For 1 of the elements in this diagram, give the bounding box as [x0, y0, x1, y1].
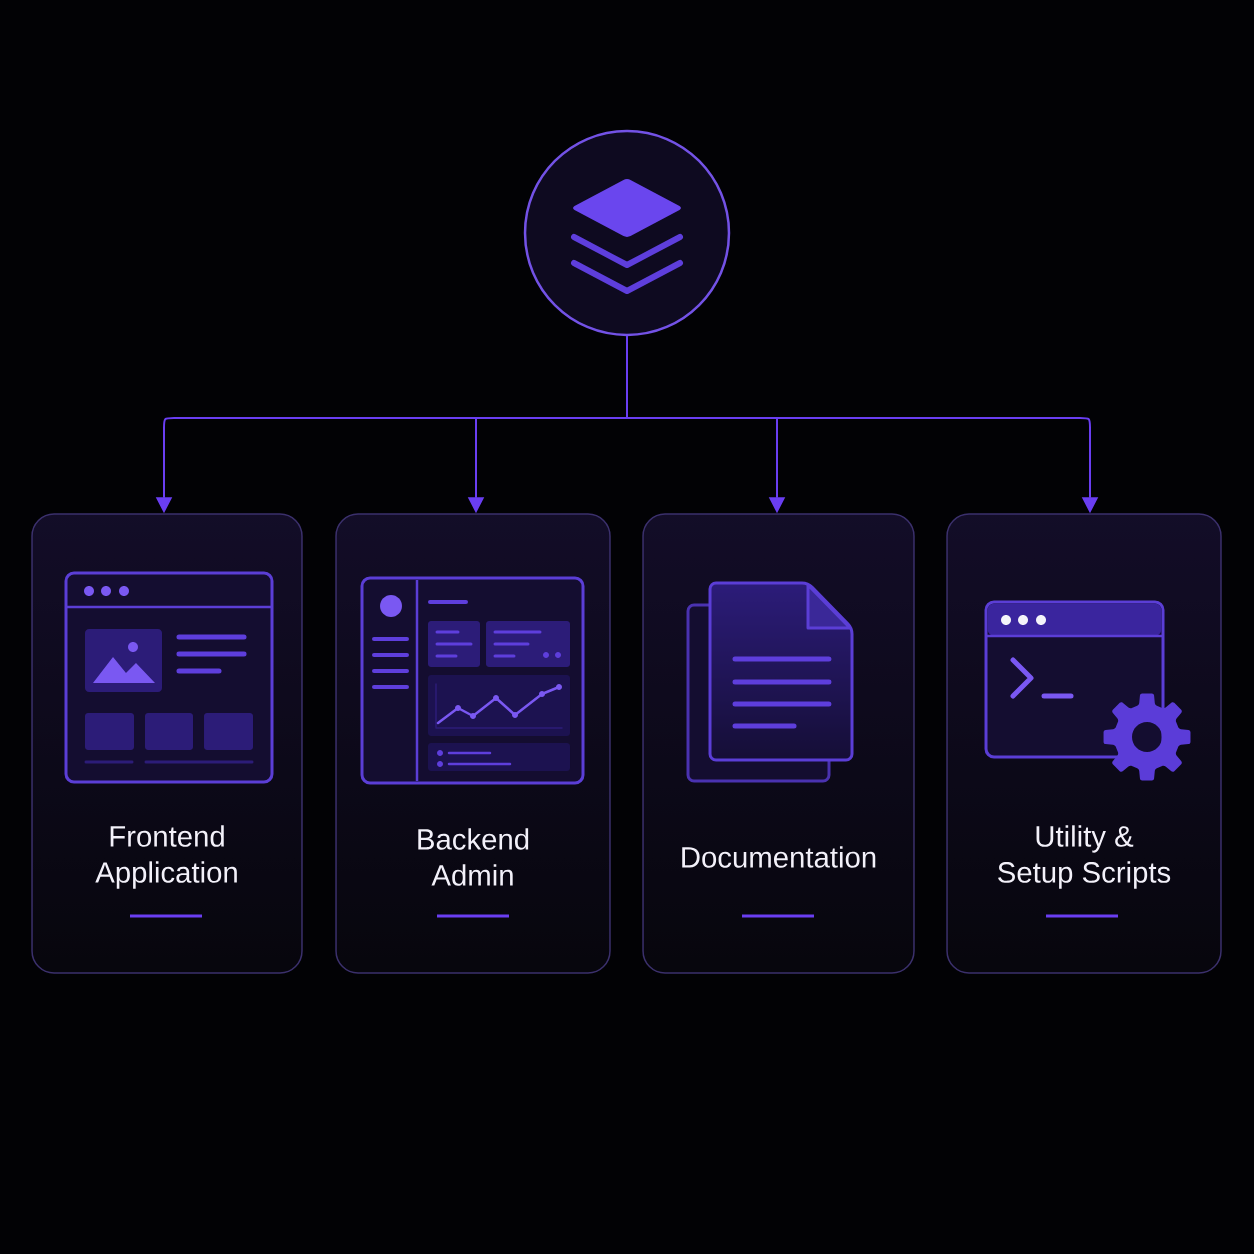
hub-circle [523, 129, 731, 337]
